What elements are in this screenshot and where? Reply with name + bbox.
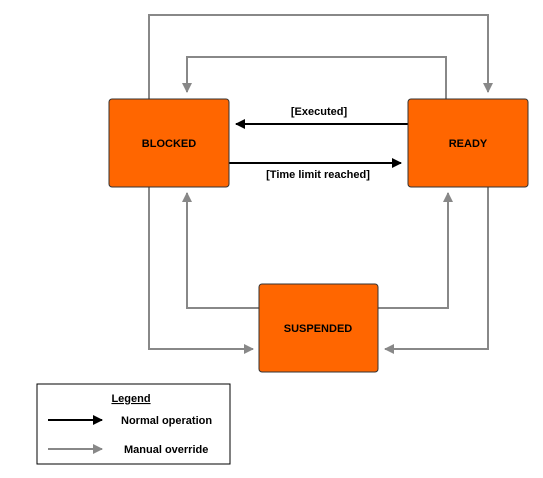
node-label-suspended: SUSPENDED: [284, 323, 353, 335]
node-suspended[interactable]: SUSPENDED: [258, 283, 379, 373]
edge-blocked-to-ready-outer: [148, 14, 493, 99]
edge-label-time-limit: [Time limit reached]: [266, 169, 370, 181]
edge-suspended-to-blocked: [182, 192, 259, 309]
node-label-ready: READY: [449, 138, 488, 150]
edge-label-executed: [Executed]: [291, 106, 348, 118]
edge-ready-to-blocked-inner: [182, 56, 447, 99]
node-blocked[interactable]: BLOCKED: [108, 98, 230, 188]
node-ready[interactable]: READY: [407, 98, 529, 188]
legend-box: [36, 383, 231, 465]
edge-suspended-to-ready: [378, 192, 453, 309]
legend-manual-label: Manual override: [124, 444, 208, 456]
node-label-blocked: BLOCKED: [142, 138, 196, 150]
edge-ready-to-suspended: [384, 187, 489, 354]
legend-normal-label: Normal operation: [121, 415, 212, 427]
edge-blocked-to-suspended: [148, 187, 254, 354]
legend-title: Legend: [111, 393, 150, 405]
legend: Legend Normal operation Manual override: [36, 383, 231, 465]
